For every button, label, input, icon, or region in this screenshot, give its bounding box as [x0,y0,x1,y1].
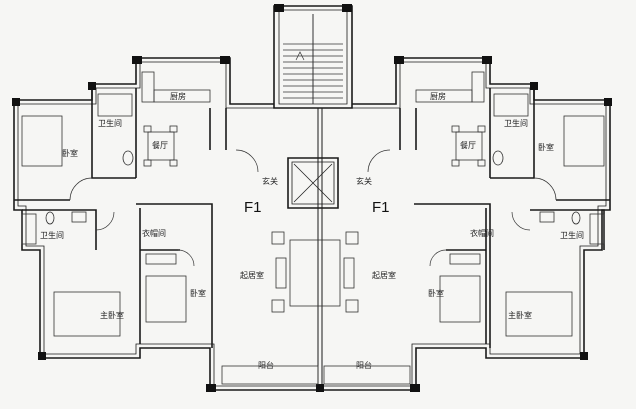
doors [69,149,557,267]
elevator-icon [293,163,333,203]
kitchen-label-left: 厨房 [170,91,186,101]
foyer-label-right: 玄关 [356,176,372,186]
master-bedroom-label-left: 主卧室 [100,310,124,320]
closet-label-right: 衣帽间 [470,228,494,238]
closet-label-left: 衣帽间 [142,228,166,238]
bathroom-label-left-upper: 卫生间 [98,118,122,128]
master-bedroom-label-right: 主卧室 [508,310,532,320]
balcony-label-right: 阳台 [356,360,372,370]
bathroom-label-left-lower: 卫生间 [40,230,64,240]
bathroom-label-right-lower: 卫生间 [560,230,584,240]
stairs [283,14,343,104]
dining-label-right: 餐厅 [460,141,476,150]
bedroom-label-center-left: 卧室 [190,288,206,298]
bathroom-label-right-upper: 卫生间 [504,118,528,128]
balcony-label-left: 阳台 [258,360,274,370]
room-labels: F1 F1 厨房 厨房 餐厅 餐厅 卫生间 卫生间 卫生间 卫生间 卧室 卧室 … [40,91,584,370]
bedroom-label-center-right: 卧室 [428,288,444,298]
columns [12,4,612,392]
living-room-label-left: 起居室 [240,270,264,280]
walls [13,5,611,391]
kitchen-label-right: 厨房 [430,91,446,101]
floor-label-right: F1 [372,199,390,216]
dining-label-left: 餐厅 [152,141,168,150]
bedroom-label-right: 卧室 [538,142,554,152]
furniture [21,71,605,385]
foyer-label-left: 玄关 [262,176,278,186]
floor-label-left: F1 [244,199,262,216]
bedroom-label-left: 卧室 [62,148,78,158]
living-room-label-right: 起居室 [372,270,396,280]
